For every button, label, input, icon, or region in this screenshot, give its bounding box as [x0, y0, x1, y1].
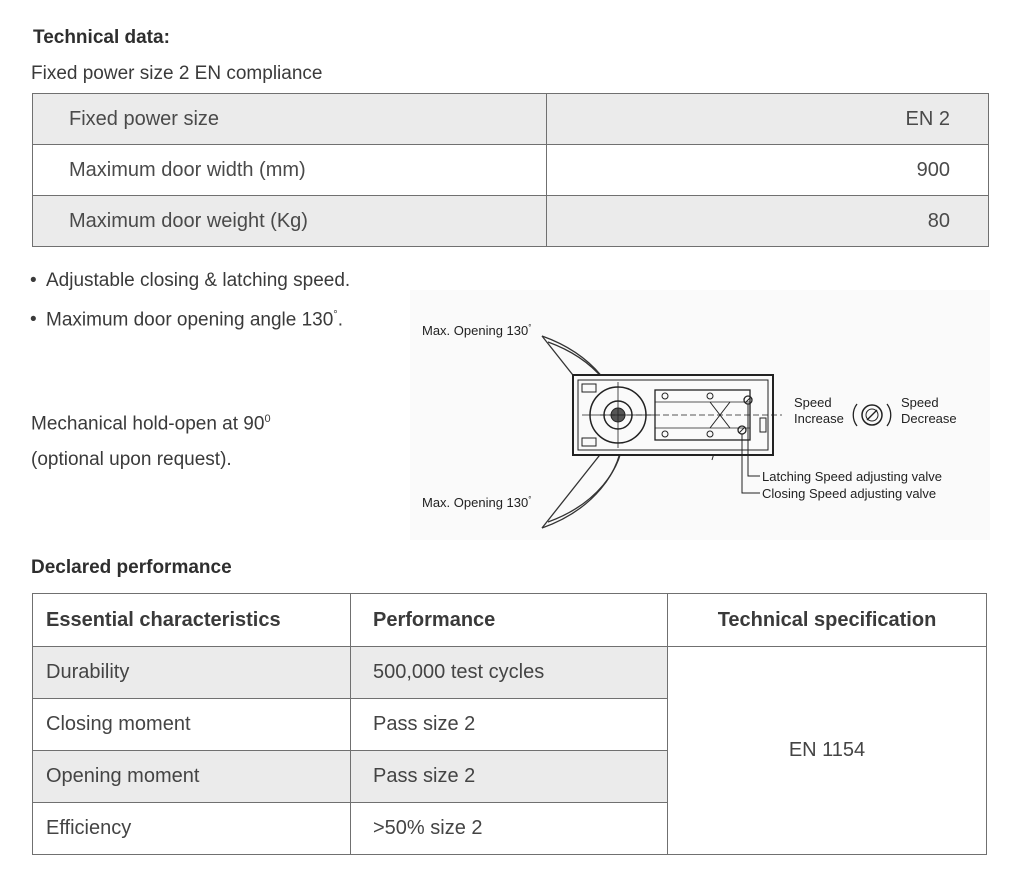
closing-valve-label: Closing Speed adjusting valve: [762, 486, 936, 501]
column-header: Performance: [350, 593, 668, 647]
table-row: Maximum door width (mm) 900: [32, 144, 989, 196]
table-row: Fixed power size EN 2: [32, 93, 989, 145]
feature-list: • Adjustable closing & latching speed. • M…: [30, 266, 350, 334]
floor-spring-diagram: Max. Opening 130° Max. Opening 130° Spee…: [410, 290, 990, 540]
technical-data-subtitle: Fixed power size 2 EN compliance: [31, 63, 323, 84]
declared-performance-table: Essential characteristics Performance Te…: [32, 593, 987, 855]
characteristic-cell: Efficiency: [32, 802, 351, 855]
spec-label: Maximum door weight (Kg): [32, 195, 547, 247]
hold-open-text: Mechanical hold-open at 90: [31, 413, 265, 435]
performance-cell: 500,000 test cycles: [350, 646, 668, 699]
max-opening-bottom-label: Max. Opening 130°: [422, 495, 531, 510]
spec-label: Fixed power size: [32, 93, 547, 145]
technical-data-heading: Technical data:: [33, 27, 170, 48]
table-row: Efficiency >50% size 2: [32, 802, 987, 855]
performance-cell: >50% size 2: [350, 802, 668, 855]
performance-cell: Pass size 2: [350, 698, 668, 751]
period: .: [337, 309, 343, 331]
feature-text: Maximum door opening angle 130: [46, 309, 334, 331]
column-header: Technical specification: [667, 593, 987, 647]
spec-value: 900: [546, 144, 989, 196]
list-item: • Adjustable closing & latching speed.: [30, 266, 350, 300]
latching-leader: [747, 404, 760, 477]
column-header: Essential characteristics: [32, 593, 351, 647]
speed-increase-label-1: Speed: [794, 395, 832, 410]
speed-decrease-label-2: Decrease: [901, 411, 957, 426]
table-row: Maximum door weight (Kg) 80: [32, 195, 989, 247]
list-item: • Maximum door opening angle 130°.: [30, 300, 350, 334]
closing-leader: [741, 434, 760, 494]
characteristic-cell: Opening moment: [32, 750, 351, 803]
bullet-icon: •: [30, 270, 37, 291]
max-opening-top-label: Max. Opening 130°: [422, 323, 531, 338]
latching-valve-label: Latching Speed adjusting valve: [762, 469, 942, 484]
hold-open-optional: (optional upon request).: [31, 449, 232, 471]
specification-cell: EN 1154: [667, 646, 987, 855]
declared-performance-heading: Declared performance: [31, 557, 232, 578]
performance-cell: Pass size 2: [350, 750, 668, 803]
speed-dial: [861, 404, 883, 426]
speed-increase-label-2: Increase: [794, 411, 844, 426]
feature-text: Adjustable closing & latching speed.: [46, 270, 351, 291]
table-header-row: Essential characteristics Performance Te…: [32, 593, 987, 647]
spec-value: 80: [546, 195, 989, 247]
characteristic-cell: Closing moment: [32, 698, 351, 751]
hold-open-note: Mechanical hold-open at 900 (optional up…: [31, 401, 271, 478]
degree-mark: 0: [264, 413, 271, 425]
spec-value: EN 2: [546, 93, 989, 145]
technical-data-table: Fixed power size EN 2 Maximum door width…: [32, 93, 989, 247]
table-row: Closing moment Pass size 2: [32, 698, 987, 751]
speed-decrease-label-1: Speed: [901, 395, 939, 410]
degree-mark: °: [333, 309, 338, 321]
bullet-icon: •: [30, 309, 37, 331]
diagram-drawing: Max. Opening 130° Max. Opening 130° Spee…: [410, 290, 990, 540]
table-row: Durability 500,000 test cycles EN 1154: [32, 646, 987, 855]
spec-label: Maximum door width (mm): [32, 144, 547, 196]
hold-open-line: Mechanical hold-open at 900: [31, 401, 271, 442]
characteristic-cell: Durability: [32, 646, 351, 699]
